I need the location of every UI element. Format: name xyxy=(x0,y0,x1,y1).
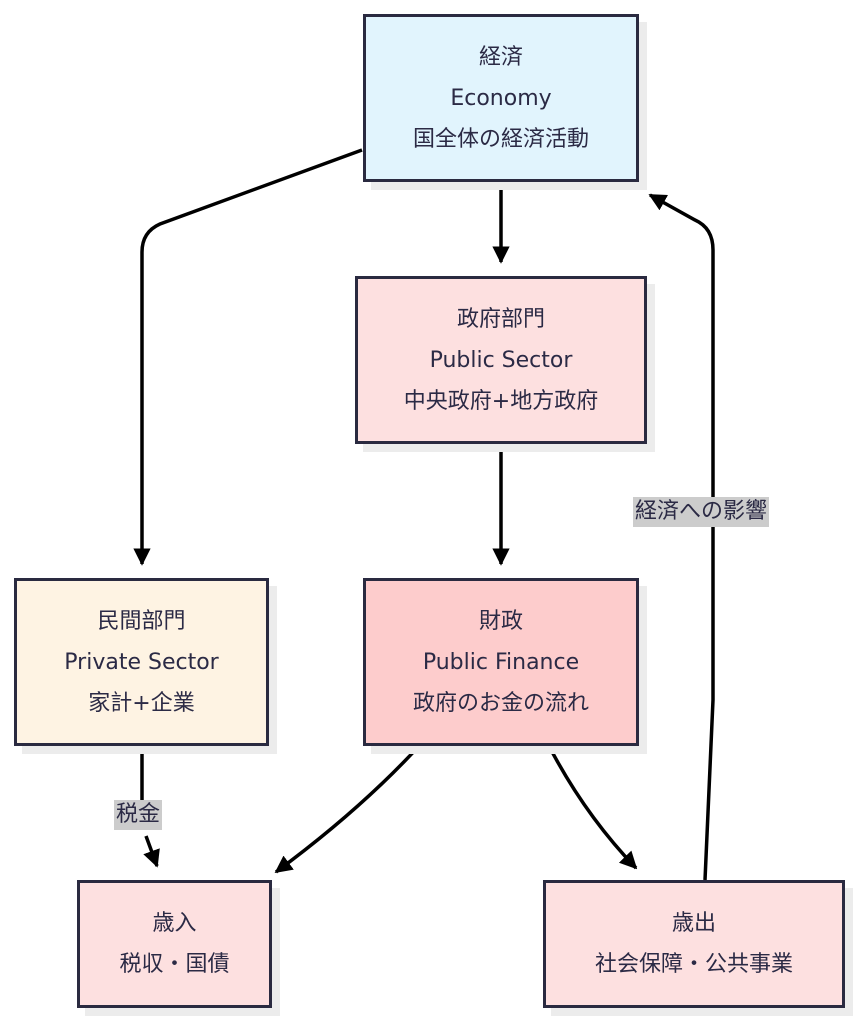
node-public-sector-desc: 中央政府+地方政府 xyxy=(403,388,599,414)
node-private-sector-subtitle: Private Sector xyxy=(64,649,219,675)
node-economy-desc: 国全体の経済活動 xyxy=(412,126,589,152)
edge-finance-to-revenue xyxy=(274,744,421,874)
edge-economy-to-private-sector xyxy=(133,148,363,566)
node-private-sector-title: 民間部門 xyxy=(97,608,186,634)
node-private-sector[interactable]: 民間部門 Private Sector 家計+企業 xyxy=(14,578,269,746)
node-economy-subtitle: Economy xyxy=(450,85,552,111)
node-public-finance-title: 財政 xyxy=(478,608,523,634)
edge-label-tax: 税金 xyxy=(114,800,163,830)
node-economy[interactable]: 経済 Economy 国全体の経済活動 xyxy=(363,14,639,182)
node-public-finance-subtitle: Public Finance xyxy=(422,649,580,675)
edge-label-economic-impact: 経済への影響 xyxy=(633,497,770,527)
edge-expenditure-to-economy xyxy=(648,193,715,881)
node-expenditure-title: 歳出 xyxy=(671,911,716,936)
node-public-sector[interactable]: 政府部門 Public Sector 中央政府+地方政府 xyxy=(355,276,647,444)
node-public-sector-subtitle: Public Sector xyxy=(429,347,573,373)
node-public-finance[interactable]: 財政 Public Finance 政府のお金の流れ xyxy=(363,578,639,746)
edge-finance-to-expenditure xyxy=(547,745,638,870)
node-private-sector-desc: 家計+企業 xyxy=(88,690,195,716)
edge-private-sector-to-revenue xyxy=(142,746,157,866)
node-revenue-title: 歳入 xyxy=(152,911,197,936)
node-expenditure[interactable]: 歳出 社会保障・公共事業 xyxy=(543,880,845,1008)
node-revenue-desc: 税収・国債 xyxy=(119,952,230,977)
node-revenue[interactable]: 歳入 税収・国債 xyxy=(77,880,272,1008)
node-economy-title: 経済 xyxy=(478,44,523,70)
node-expenditure-desc: 社会保障・公共事業 xyxy=(594,952,793,977)
node-public-sector-title: 政府部門 xyxy=(456,306,545,332)
node-public-finance-desc: 政府のお金の流れ xyxy=(412,690,589,716)
